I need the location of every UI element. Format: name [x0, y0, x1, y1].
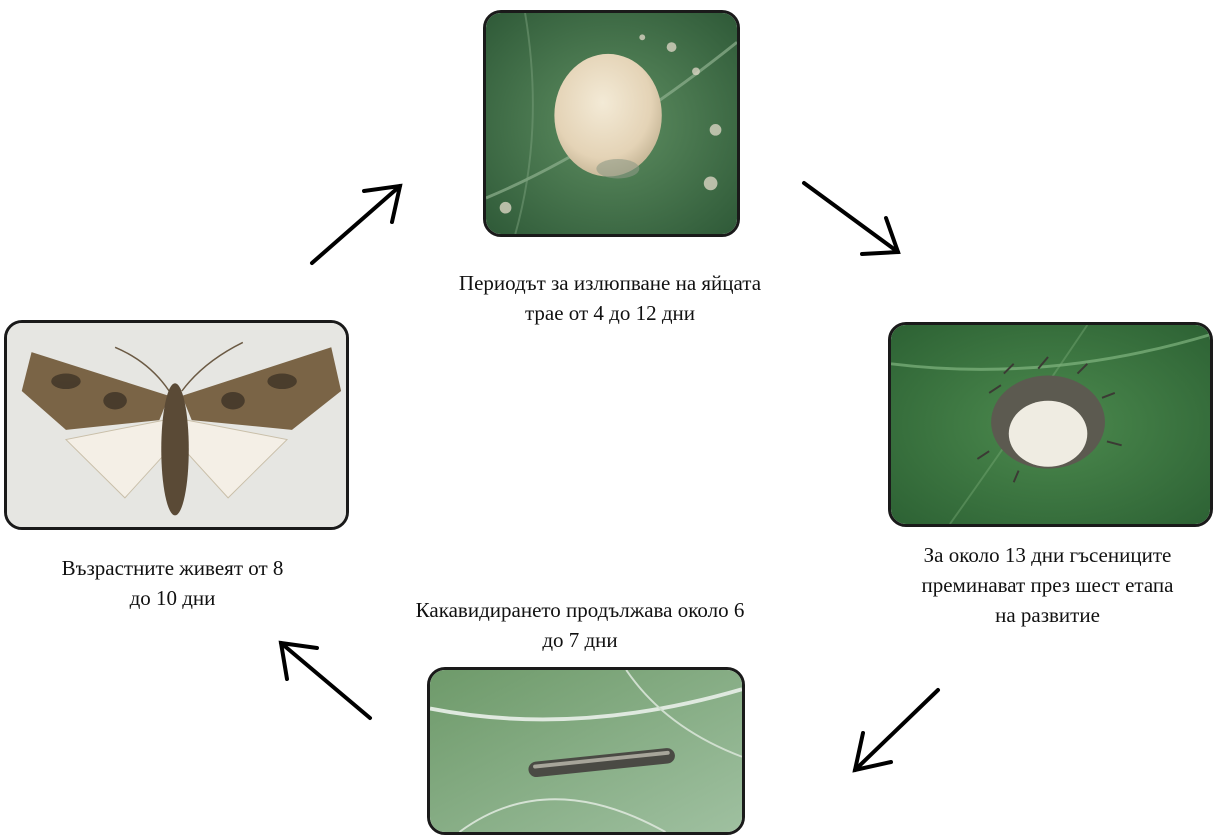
larvae-caption: За около 13 дни гъсениците преминават пр… — [880, 540, 1215, 630]
egg-mass-photo — [483, 10, 740, 237]
pupa-caption: Какавидирането продължава около 6 до 7 д… — [380, 595, 780, 655]
hatching-larvae-photo — [888, 322, 1213, 527]
caterpillar-photo — [427, 667, 745, 835]
eggs-caption: Периодът за излюпване на яйцата трае от … — [360, 268, 860, 328]
adult-moth-photo — [4, 320, 349, 530]
adult-caption: Възрастните живеят от 8 до 10 дни — [0, 553, 345, 613]
